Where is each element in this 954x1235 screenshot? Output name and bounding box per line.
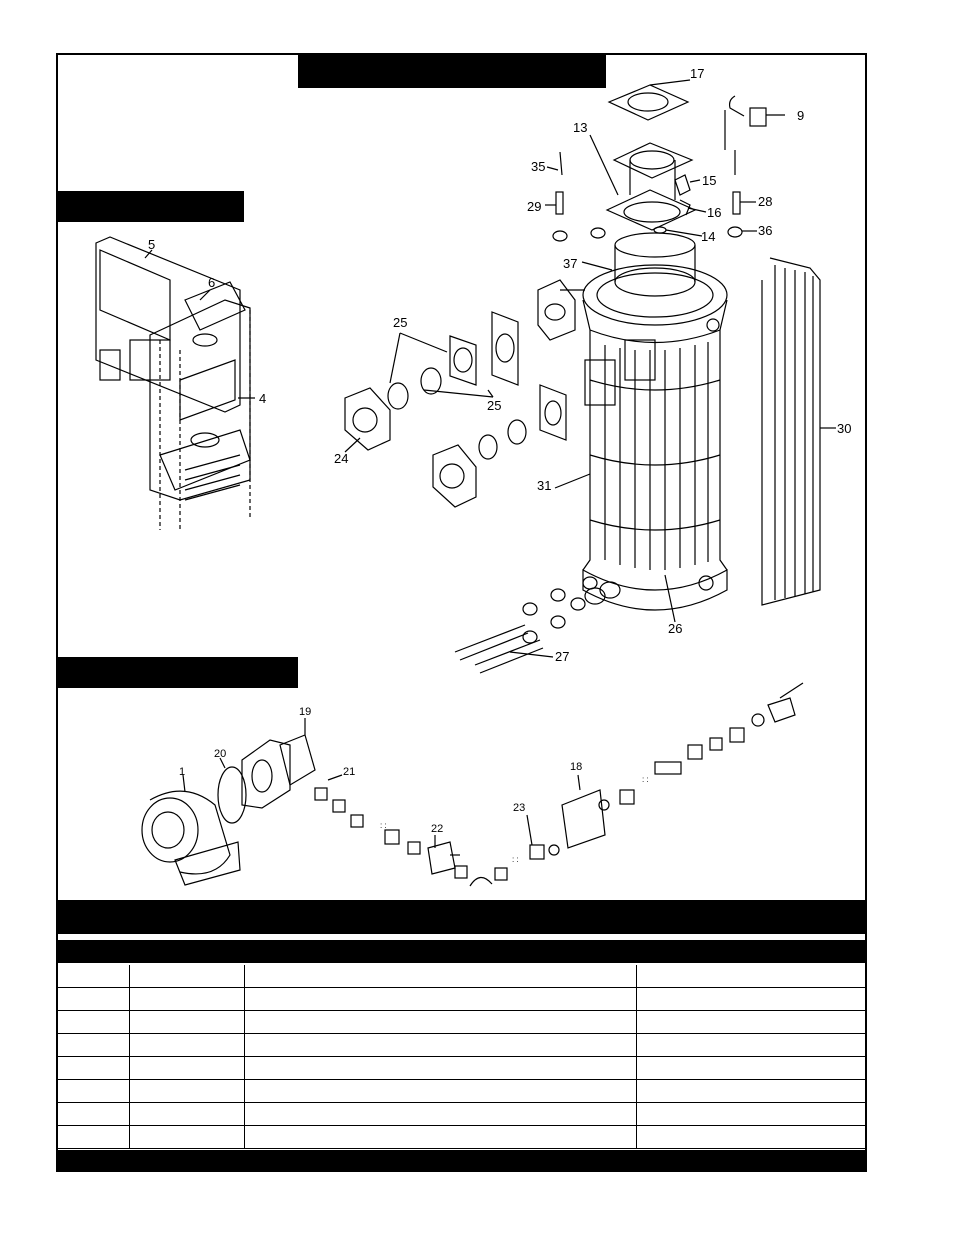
table-cell [129, 1033, 245, 1057]
callout-16: 16 [707, 205, 722, 220]
parts-table-header-bar [58, 900, 866, 934]
callout-23: 23 [513, 802, 526, 814]
valve-22 [427, 841, 456, 875]
gas-train-section-bar [58, 657, 298, 688]
callout-19: 19 [299, 706, 312, 718]
table-cell [129, 1010, 245, 1034]
table-cell [129, 965, 245, 988]
flange-19 [241, 739, 291, 809]
table-cell [58, 1079, 130, 1103]
callout-30: 30 [837, 421, 852, 436]
title-bar [298, 55, 606, 88]
blower-drawing [141, 774, 241, 886]
callout-35: 35 [531, 159, 546, 174]
table-row [58, 1010, 866, 1034]
table-row [58, 1033, 866, 1057]
callout-14: 14 [701, 229, 716, 244]
callout-21: 21 [343, 766, 356, 778]
table-row [58, 987, 866, 1011]
table-cell [244, 1056, 637, 1080]
control-panel-drawing [95, 236, 255, 530]
table-cell [636, 987, 866, 1011]
parts-table [58, 965, 866, 1149]
table-row [58, 1056, 866, 1080]
table-cell [129, 987, 245, 1011]
callout-24: 24 [334, 451, 349, 466]
table-cell [636, 1033, 866, 1057]
callout-1: 1 [179, 766, 186, 778]
callout-25-lower: 25 [487, 398, 502, 413]
controls-section-bar [58, 191, 244, 222]
table-cell [129, 1125, 245, 1149]
table-cell [58, 1102, 130, 1126]
igniter-9 [749, 107, 767, 127]
flange-24 [344, 387, 391, 451]
callout-18: 18 [570, 761, 583, 773]
callout-20: 20 [214, 748, 227, 760]
table-cell [58, 1033, 130, 1057]
callout-27: 27 [555, 649, 570, 664]
table-cell [636, 965, 866, 988]
gasket-17 [607, 84, 690, 121]
flange-13 [612, 142, 694, 179]
svg-text:: :: : : [512, 855, 519, 864]
table-cell [129, 1056, 245, 1080]
table-cell [58, 1125, 130, 1149]
table-cell [244, 1102, 637, 1126]
callout-22: 22 [431, 823, 444, 835]
gasket-25 [449, 335, 477, 386]
table-cell [58, 987, 130, 1011]
callout-13: 13 [573, 120, 588, 135]
table-cell [636, 1102, 866, 1126]
table-cell [129, 1079, 245, 1103]
gas-valve-18 [561, 789, 606, 849]
callout-31: 31 [537, 478, 552, 493]
table-cell [129, 1102, 245, 1126]
ball-valve [767, 697, 796, 723]
table-cell [244, 1010, 637, 1034]
callout-37: 37 [563, 256, 578, 271]
table-cell [244, 1125, 637, 1149]
table-cell [244, 987, 637, 1011]
callout-4: 4 [259, 391, 267, 406]
table-cell [58, 1010, 130, 1034]
callout-26: 26 [668, 621, 683, 636]
table-cell [244, 1033, 637, 1057]
callout-5: 5 [148, 237, 156, 252]
table-cell [636, 1125, 866, 1149]
table-row [58, 1102, 866, 1126]
parts-table-footer-bar [58, 1150, 866, 1172]
svg-text:: :: : : [642, 775, 649, 784]
table-row [58, 1125, 866, 1149]
callout-9: 9 [797, 108, 805, 123]
callout-17: 17 [690, 66, 705, 81]
svg-text:: :: : : [380, 821, 387, 830]
callout-25-upper: 25 [393, 315, 408, 330]
callout-36: 36 [758, 223, 773, 238]
jacket-30 [761, 257, 821, 606]
table-cell [58, 965, 130, 988]
table-cell [244, 965, 637, 988]
table-row [58, 1079, 866, 1103]
table-cell [636, 1010, 866, 1034]
table-cell [636, 1056, 866, 1080]
table-cell [636, 1079, 866, 1103]
table-cell [58, 1056, 130, 1080]
gasket-20 [217, 766, 247, 824]
callout-28: 28 [758, 194, 773, 209]
callout-6: 6 [208, 275, 216, 290]
callout-15: 15 [702, 173, 717, 188]
callout-29: 29 [527, 199, 542, 214]
parts-table-subheader-bar [58, 940, 866, 963]
table-row [58, 965, 866, 988]
heat-exchanger-body [537, 232, 728, 623]
table-cell [244, 1079, 637, 1103]
